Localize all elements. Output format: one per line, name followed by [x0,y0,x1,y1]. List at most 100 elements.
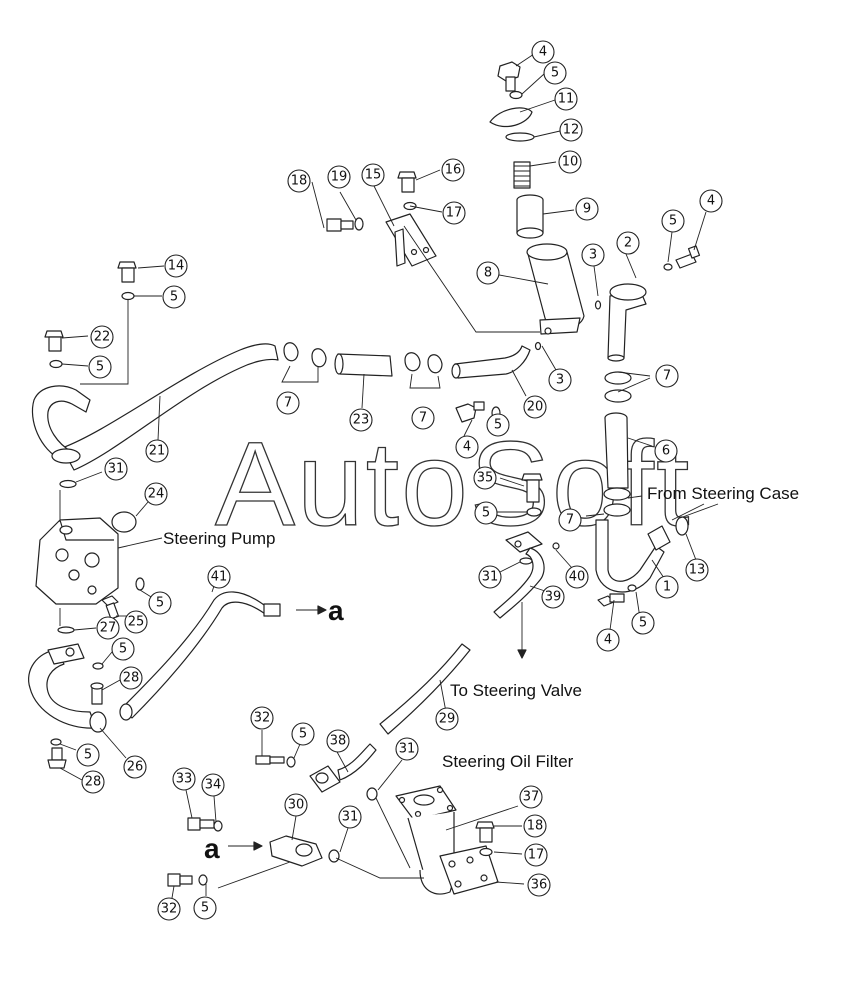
bolt-14 [117,261,137,283]
bolt-25 [101,595,120,620]
svg-text:36: 36 [531,878,548,893]
callout-8: 8 [476,261,500,285]
callout-41: 41 [207,565,231,589]
tank-8 [526,243,585,335]
callout-5-j: 5 [76,743,100,767]
svg-text:28: 28 [123,671,140,686]
callout-5-e: 5 [486,413,510,437]
svg-text:7: 7 [663,369,671,384]
bolt-4-d [597,593,625,607]
svg-text:31: 31 [342,810,359,825]
svg-text:29: 29 [439,712,456,727]
washer-5-top [509,90,523,100]
clamp-7-a [283,342,327,368]
svg-text:5: 5 [482,506,490,521]
callout-35: 35 [473,466,497,490]
svg-text:7: 7 [419,411,427,426]
callout-10: 10 [558,150,582,174]
callout-27: 27 [96,616,120,640]
callout-32-b: 32 [157,897,181,921]
part-shapes [28,61,701,895]
svg-text:5: 5 [639,616,647,631]
svg-text:21: 21 [149,444,166,459]
callout-33: 33 [172,767,196,791]
svg-text:12: 12 [563,123,580,138]
clamp-7-c [604,371,632,403]
oring-31-d [328,849,340,863]
callout-25: 25 [124,610,148,634]
arrow-a-left-head [253,841,263,851]
oring-13 [675,516,689,536]
leader-lines [59,53,719,899]
svg-text:28: 28 [85,775,102,790]
callout-31-d: 31 [338,805,362,829]
marker-a-left: a [204,833,220,864]
svg-text:37: 37 [523,790,540,805]
svg-text:4: 4 [707,194,715,209]
svg-text:4: 4 [539,45,547,60]
bolt-4-b [675,245,701,269]
svg-text:35: 35 [477,471,494,486]
callout-21: 21 [145,439,169,463]
svg-text:5: 5 [170,290,178,305]
callout-5-l: 5 [193,896,217,920]
washer-17-b [479,847,493,857]
callout-5-d: 5 [661,209,685,233]
cap-11 [489,107,533,127]
callout-38: 38 [326,729,350,753]
svg-text:16: 16 [445,163,462,178]
svg-text:10: 10 [562,155,579,170]
svg-text:5: 5 [669,214,677,229]
clamp-7-b [404,352,443,374]
washer-5-b [121,291,135,301]
callout-3-a: 3 [581,243,605,267]
callout-19: 19 [327,165,351,189]
svg-text:2: 2 [624,236,632,251]
svg-text:26: 26 [127,760,144,775]
steering-pump [35,517,119,605]
callout-2: 2 [616,231,640,255]
callout-31-c: 31 [395,737,419,761]
washer-5-l [198,874,208,886]
svg-text:22: 22 [94,330,111,345]
svg-text:19: 19 [331,170,348,185]
svg-text:17: 17 [446,206,463,221]
label-from-steering-case: From Steering Case [647,484,799,503]
arrow-to-steering-valve-head [517,649,527,659]
pipe-2 [607,283,647,362]
callout-6: 6 [654,439,678,463]
callout-7-d: 7 [558,508,582,532]
callout-23: 23 [349,408,373,432]
screw-40 [552,542,560,550]
callout-36: 36 [527,873,551,897]
callout-22: 22 [90,325,114,349]
fitting-30 [269,835,323,867]
callout-31-a: 31 [104,457,128,481]
callout-3-b: 3 [548,368,572,392]
svg-text:32: 32 [161,902,178,917]
bolt-28-a [90,682,104,705]
callout-4-b: 4 [699,189,723,213]
svg-text:25: 25 [128,615,145,630]
callout-14: 14 [164,254,188,278]
marker-a-right: a [328,595,344,626]
callout-20: 20 [523,395,547,419]
svg-text:40: 40 [569,570,586,585]
svg-text:24: 24 [148,487,165,502]
svg-text:18: 18 [527,819,544,834]
callout-5-g: 5 [148,591,172,615]
washer-5-d [663,263,673,271]
callout-7-b: 7 [411,406,435,430]
svg-text:8: 8 [484,266,492,281]
bolt-32-a [255,755,285,765]
arrow-a-right-head [317,605,327,615]
svg-text:9: 9 [583,202,591,217]
callout-13: 13 [685,558,709,582]
callout-34: 34 [201,773,225,797]
svg-text:41: 41 [211,570,228,585]
callout-26: 26 [123,755,147,779]
pipe-1 [595,519,671,593]
hose-41 [119,591,281,721]
callout-17-b: 17 [524,843,548,867]
